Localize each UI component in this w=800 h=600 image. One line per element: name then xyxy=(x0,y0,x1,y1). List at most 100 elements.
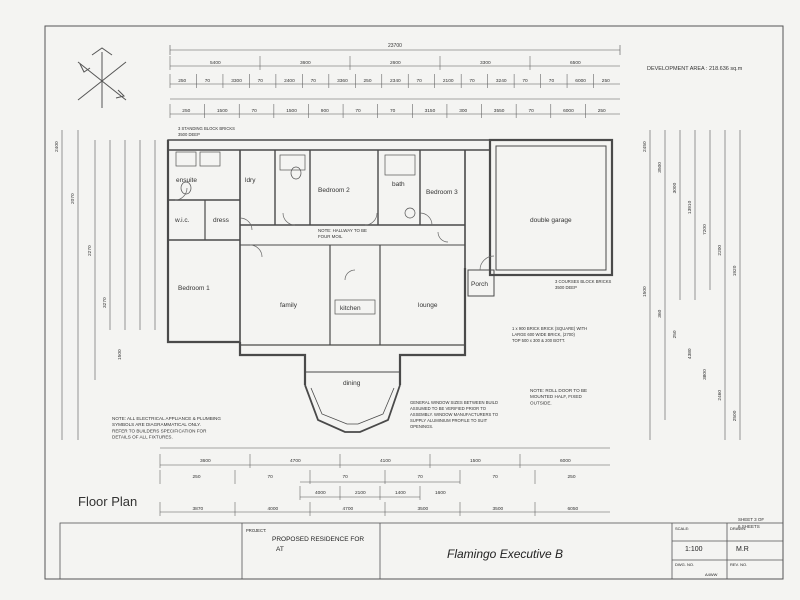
note-line: OPENINGS. xyxy=(410,424,433,429)
dimension-label: 2200 xyxy=(717,245,723,256)
dimension-label: 70 xyxy=(469,78,475,84)
note-line: LARGE 600 WIDE BRICK, (2700) xyxy=(512,332,575,337)
dimension-label: 70 xyxy=(343,474,349,480)
dimension-label: 4100 xyxy=(380,458,391,464)
dimension-label: 4000 xyxy=(268,506,279,512)
plan-walls xyxy=(166,138,614,433)
note-line: 3 STANDING BLOCK BRICKS xyxy=(178,126,235,131)
dimension-label: 70 xyxy=(390,108,396,114)
dimension-label: 4380 xyxy=(687,348,693,359)
dimension-label: 3360 xyxy=(337,78,348,84)
room-label-wic: w.i.c. xyxy=(174,217,190,224)
room-label-dining: dining xyxy=(343,380,361,387)
dimension-label: 2460 xyxy=(717,390,723,401)
dimension-label: 3550 xyxy=(494,108,505,114)
note-line: OUTSIDE. xyxy=(530,400,552,405)
dimension-label: 4700 xyxy=(290,458,301,464)
room-label-family: family xyxy=(280,302,298,309)
note-line: MOUNTED HALF, FIXED xyxy=(530,394,582,399)
dimension-label: 5400 xyxy=(210,60,221,66)
dimension-label: 2400 xyxy=(284,78,295,84)
dimension-label: 3500 xyxy=(493,506,504,512)
dimension-label: 2500 xyxy=(732,410,738,421)
note-line: ASSEMBLY. WINDOW MANUFACTURERS TO xyxy=(410,412,499,417)
dimension-label: 2270 xyxy=(87,245,93,256)
dimension-label: 6500 xyxy=(570,60,581,66)
room-label-ldry: ldry xyxy=(245,177,256,184)
dimension-label: 70 xyxy=(417,78,423,84)
dimension-label: 2600 xyxy=(390,60,401,66)
dimension-label: 3270 xyxy=(102,297,108,308)
left-dimension-lines xyxy=(61,130,156,440)
dimension-label: 1500 xyxy=(117,349,123,360)
dimension-label: 3600 xyxy=(300,60,311,66)
right-dimension-lines xyxy=(649,130,741,440)
dimension-label: 1500 xyxy=(470,458,481,464)
note-line: SUPPLY ALUMINIUM PROFILE TO SUIT xyxy=(410,418,488,423)
dimension-label: 3600 xyxy=(200,458,211,464)
right-dimension-labels: 2450350030001391072002200192015003602504… xyxy=(642,141,738,421)
dimension-label: 250 xyxy=(193,474,201,480)
dimension-label: 70 xyxy=(252,108,258,114)
dimension-label: 250 xyxy=(178,78,186,84)
extra-ref: A4WW xyxy=(705,572,718,577)
dimension-label: 70 xyxy=(311,78,317,84)
dimension-label: 70 xyxy=(549,78,555,84)
dimension-label: 250 xyxy=(602,78,610,84)
dimension-label: 4000 xyxy=(315,490,326,496)
note-line: 1 x 900 BRICK BRICK (SQUARE) WITH xyxy=(512,326,587,331)
dimension-label: 2340 xyxy=(390,78,401,84)
note-line: NOTE: HALLWAY TO BE xyxy=(318,228,367,233)
design-name: Flamingo Executive B xyxy=(447,547,563,561)
dimension-label: 7200 xyxy=(702,224,708,235)
dimension-label: 3300 xyxy=(480,60,491,66)
dimension-label: 3150 xyxy=(425,108,436,114)
dimension-label: 3240 xyxy=(496,78,507,84)
dimension-label: 13910 xyxy=(687,200,693,214)
drawn-label: DRAWN: xyxy=(730,526,746,531)
dimension-label: 2100 xyxy=(355,490,366,496)
note-line: NOTE: ROLL DOOR TO BE xyxy=(530,388,587,393)
dimension-label: 900 xyxy=(321,108,329,114)
note-line: SYMBOLS ARE DIAGRAMMATICAL ONLY. xyxy=(112,422,201,427)
dimension-label: 1500 xyxy=(217,108,228,114)
dimension-label: 3000 xyxy=(672,182,678,193)
dimension-label: 2070 xyxy=(70,193,76,204)
dimension-label: 70 xyxy=(529,108,535,114)
dimension-label: 3870 xyxy=(193,506,204,512)
bottom-dimension-row-1: 3600 4700 4100 1500 6000 xyxy=(159,454,571,468)
room-label-dress: dress xyxy=(213,217,230,224)
dimension-label: 300 xyxy=(459,108,467,114)
scale-value: 1:100 xyxy=(685,546,703,553)
drawing-title: Floor Plan xyxy=(78,494,137,509)
dimension-label: 3500 xyxy=(657,162,663,173)
dwg-label: DWG. NO. xyxy=(675,562,694,567)
dimension-label: 2400 xyxy=(54,141,60,152)
overall-dimension: 23700 xyxy=(388,43,402,49)
dimension-label: 1400 xyxy=(395,490,406,496)
dimension-label: 6050 xyxy=(568,506,579,512)
dimension-label: 6000 xyxy=(560,458,571,464)
room-label-lounge: lounge xyxy=(418,302,438,309)
room-label-porch: Porch xyxy=(471,281,488,288)
top-dimension-lines xyxy=(169,45,621,115)
note-line: 3500 DEEP xyxy=(555,285,577,290)
door-swings xyxy=(174,187,495,281)
note-line: 3500 DEEP xyxy=(178,132,200,137)
dimension-label: 250 xyxy=(364,78,372,84)
note-line: FOUR MOIL xyxy=(318,234,343,239)
dimension-label: 2100 xyxy=(443,78,454,84)
dimension-label: 250 xyxy=(672,330,678,338)
note-window-sizes: GENERAL WINDOW SIZES BETWEEN BUILDASSUME… xyxy=(410,400,499,429)
room-label-ensuite: ensuite xyxy=(176,177,197,184)
